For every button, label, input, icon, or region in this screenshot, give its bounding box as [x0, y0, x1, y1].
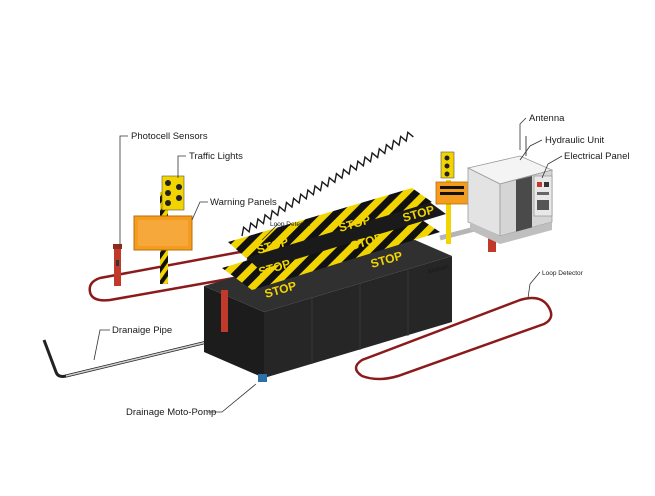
photocell-sensor-left: [113, 244, 122, 286]
drainage-pipe: [42, 334, 233, 378]
label-electrical-panel: Electrical Panel: [564, 151, 629, 162]
label-photocell-sensors: Photocell Sensors: [131, 131, 208, 142]
drainage-pump-shape: [258, 374, 267, 382]
right-loop-detector-shape: [354, 296, 553, 381]
label-warning-panels: Warning Panels: [210, 197, 277, 208]
label-hydraulic-unit: Hydraulic Unit: [545, 135, 604, 146]
label-loop-detector-right: Loop Detector: [542, 270, 584, 277]
traffic-light-right: [435, 151, 469, 244]
label-loop-detector-left: Loop Detector: [270, 221, 312, 228]
label-traffic-lights: Traffic Lights: [189, 151, 243, 162]
label-drainage-pump: Drainage Moto-Pomp: [126, 407, 216, 418]
label-antenna: Antenna: [529, 113, 565, 124]
barrier-body: [204, 230, 452, 382]
label-drainage-pipe: Dranaige Pipe: [112, 325, 172, 336]
warning-panel-left: [133, 215, 193, 251]
control-cabinet: [466, 136, 554, 244]
leader-lines: [93, 117, 563, 413]
